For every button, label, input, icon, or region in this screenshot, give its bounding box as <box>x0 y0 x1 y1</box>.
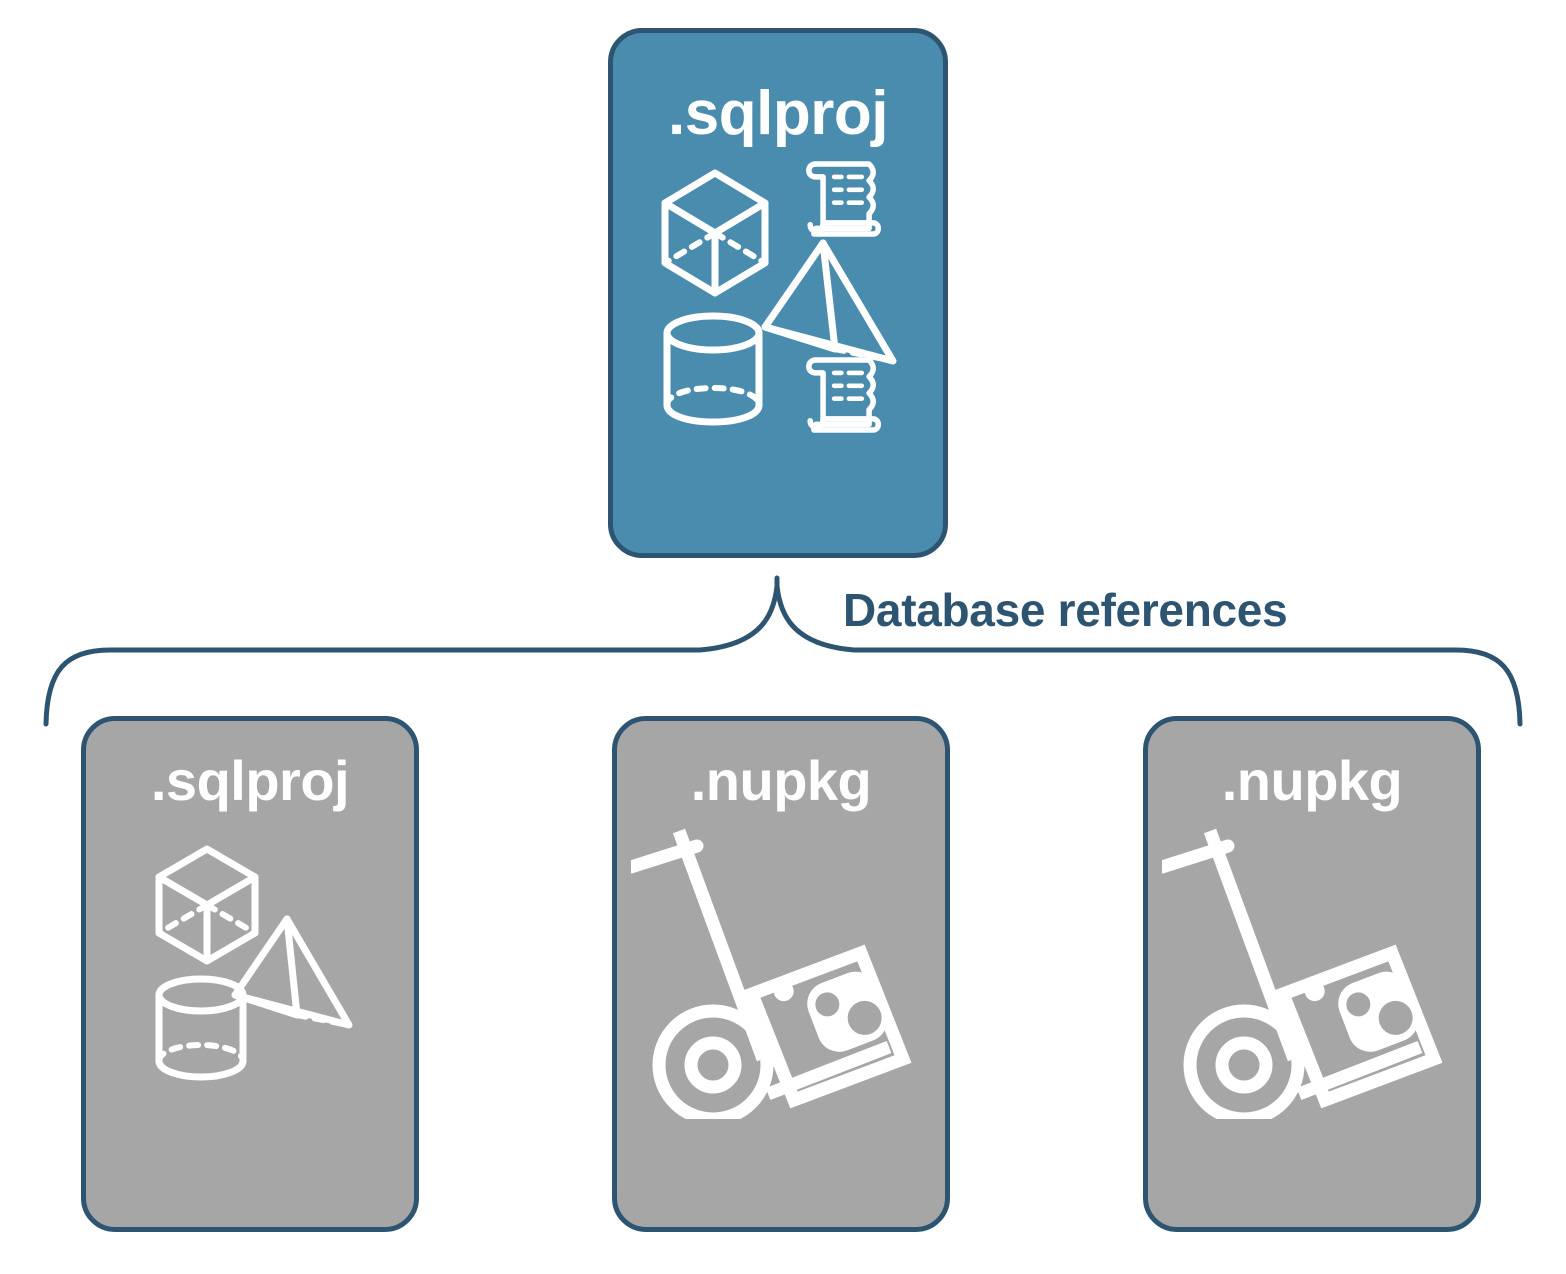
node-reference-artwork <box>617 819 945 1227</box>
node-reference-label: .sqlproj <box>150 749 350 812</box>
sqlproj-shapes-group <box>661 161 897 433</box>
connector-label: Database references <box>843 584 1288 636</box>
cube-icon <box>155 845 259 965</box>
hand-truck-package-icon <box>631 828 912 1119</box>
cube-icon <box>661 169 769 297</box>
node-reference-label: .nupkg <box>1221 749 1403 812</box>
hand-truck-package-icon <box>1162 828 1443 1119</box>
node-reference-artwork <box>1148 819 1476 1227</box>
scroll-icon <box>806 161 882 237</box>
node-reference-artwork <box>86 833 414 1227</box>
node-reference-nupkg[interactable]: .nupkg <box>612 716 950 1232</box>
node-reference-nupkg[interactable]: .nupkg <box>1143 716 1481 1232</box>
sqlproj-shapes-group <box>155 845 353 1081</box>
cylinder-icon <box>663 312 763 426</box>
pyramid-icon <box>761 239 897 365</box>
node-root-sqlproj[interactable]: .sqlproj <box>608 28 948 558</box>
node-root-label: .sqlproj <box>668 79 888 148</box>
scroll-icon <box>806 357 882 433</box>
node-root-artwork <box>613 151 943 553</box>
node-reference-sqlproj[interactable]: .sqlproj <box>81 716 419 1232</box>
cylinder-icon <box>155 975 247 1081</box>
node-reference-label: .nupkg <box>690 749 872 812</box>
